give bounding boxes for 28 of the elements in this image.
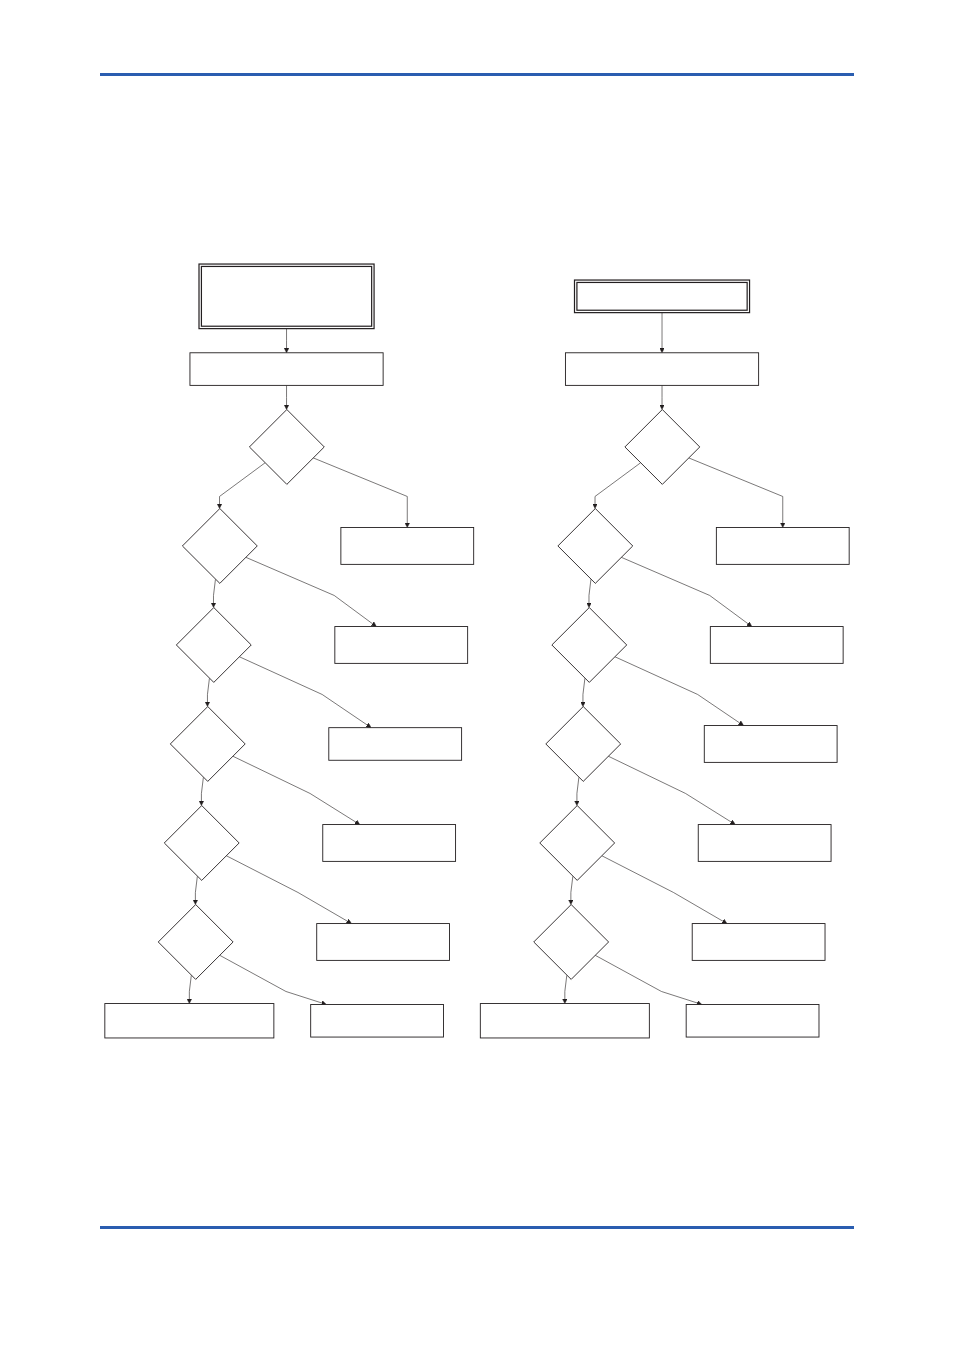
node-diamond [624, 409, 701, 485]
node-box [322, 824, 457, 862]
node-box [334, 626, 469, 664]
node-box [479, 1003, 650, 1039]
node-diamond [181, 508, 258, 584]
node-box [709, 626, 844, 664]
node-box [340, 527, 475, 565]
node-box [104, 1003, 275, 1039]
node-diamond [157, 904, 234, 980]
node-diamond [533, 904, 610, 980]
node-box [310, 1004, 444, 1038]
node-diamond [248, 409, 325, 485]
node-diamond [539, 805, 616, 881]
node-diamond [551, 607, 628, 683]
node-box [328, 727, 463, 761]
node-diamond [545, 706, 622, 782]
node-box [189, 352, 384, 386]
node-box [685, 1004, 820, 1038]
node-box [715, 527, 850, 565]
node-box [691, 923, 826, 961]
node-diamond [557, 508, 634, 584]
node-diamond [175, 607, 252, 683]
node-box [703, 725, 838, 763]
node-box [316, 923, 450, 961]
node-diamond [163, 805, 240, 881]
node-box [697, 824, 832, 862]
node-diamond [169, 706, 246, 782]
node-box [565, 352, 760, 386]
